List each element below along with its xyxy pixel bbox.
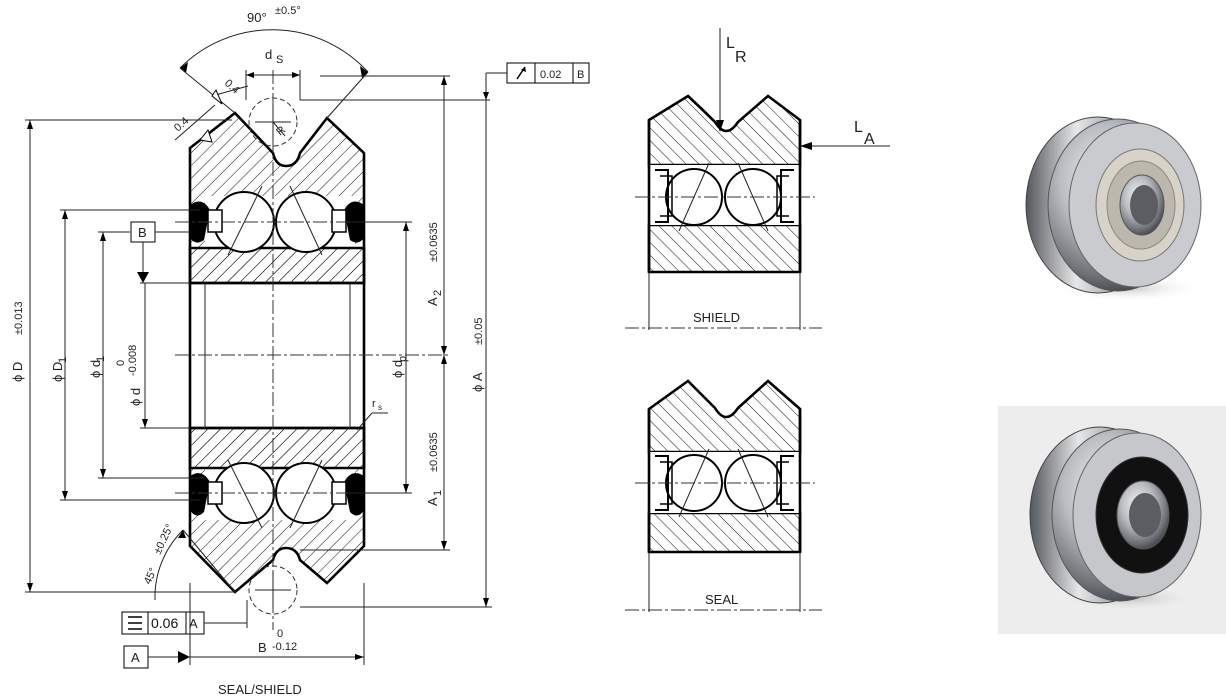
phi-A-label: ϕ A: [470, 372, 485, 392]
angle-bottom-tol: ±0.25°: [152, 522, 176, 556]
shield-caption: SHIELD: [693, 310, 740, 325]
phi-d-tol-lower: -0.008: [127, 345, 139, 376]
shield-bearing-photo: [1025, 116, 1203, 302]
shield-view: SHIELD L R L A: [625, 28, 890, 330]
phi-D1-sub: 1: [57, 357, 69, 363]
phi-A-tol: ±0.05: [473, 318, 485, 345]
rs-sub: s: [378, 403, 382, 412]
seal-elements: [190, 201, 364, 516]
a1-label: A: [425, 497, 440, 506]
datum-b-label: B: [138, 225, 147, 240]
phi-dp-label: ϕ d: [390, 360, 405, 378]
phi-dp-sub: p: [397, 356, 409, 362]
rs-label: r: [372, 398, 376, 410]
main-caption: SEAL/SHIELD: [218, 682, 302, 697]
seal-view: SEAL: [625, 379, 822, 612]
ds-label: d: [265, 47, 272, 62]
phi-d1-label: ϕ d: [88, 360, 103, 378]
a2-label: A: [425, 297, 440, 306]
seal-bearing-photo: [998, 406, 1226, 634]
a1-tol: ±0.0635: [428, 432, 440, 472]
inner-ring-upper: [188, 246, 366, 285]
runout-tolerance-frame: 0.02 B: [483, 62, 590, 100]
chamfer-label-a: 0.4: [222, 77, 241, 96]
b-tol-upper: 0: [277, 628, 283, 640]
lr-label: L: [726, 35, 735, 52]
flatness-datum: A: [189, 616, 198, 631]
a2-sub: 2: [432, 290, 444, 296]
angle-top-tol: ±0.5°: [275, 5, 301, 17]
datum-a-label: A: [131, 650, 140, 665]
phi-D1-label: ϕ D: [50, 362, 65, 382]
lr-sub: R: [735, 49, 747, 66]
angle-bottom-label: 45°: [142, 566, 160, 586]
a2-tol: ±0.0635: [428, 222, 440, 262]
phi-d1-sub: 1: [95, 356, 107, 362]
ds-sub: S: [276, 54, 283, 66]
main-section-drawing: 90° ±0.5° d S 0.4 0.4 R 0.02 B: [10, 5, 590, 697]
phi-d-label: ϕ d: [128, 388, 143, 406]
la-sub: A: [864, 131, 875, 148]
chamfer-label-b: 0.4: [172, 115, 191, 134]
flatness-tolerance-frame: 0.06 A: [121, 611, 247, 635]
flatness-value: 0.06: [151, 615, 178, 631]
runout-datum: B: [577, 69, 584, 81]
seal-caption: SEAL: [705, 592, 738, 607]
radius-label: R: [274, 124, 288, 138]
phi-d-tol-upper: 0: [115, 360, 127, 366]
angle-top-label: 90°: [247, 10, 267, 25]
runout-value: 0.02: [540, 69, 561, 81]
b-tol-lower: -0.12: [272, 641, 297, 653]
b-label: B: [258, 640, 267, 655]
a1-sub: 1: [432, 490, 444, 496]
phi-D-tol: ±0.013: [13, 301, 25, 335]
phi-D-label: ϕ D: [10, 362, 25, 382]
inner-ring-lower: [188, 426, 366, 470]
la-label: L: [854, 119, 863, 136]
